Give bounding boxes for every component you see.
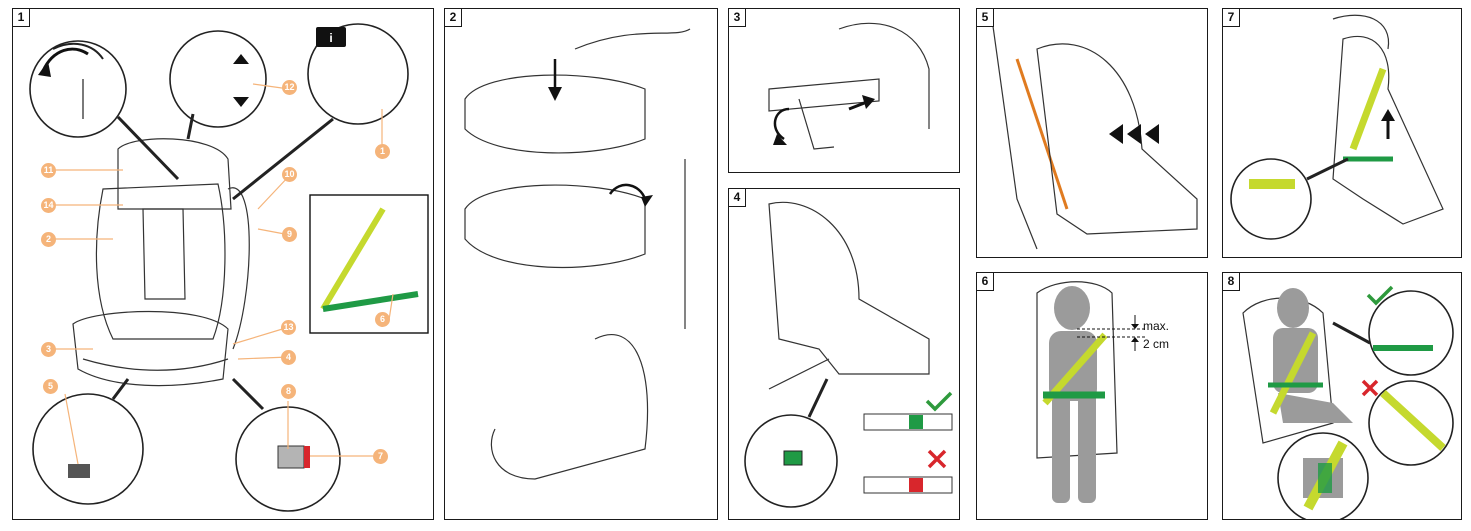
cross-icon: [927, 449, 947, 469]
inset-belt-routing: [309, 194, 429, 334]
callout-11: 11: [41, 163, 56, 178]
magnifier-lap-belt: [1230, 158, 1312, 240]
seat-overview-drawing: i: [29, 23, 429, 512]
panel-5: 5: [976, 8, 1208, 258]
magnifier-correct: [1368, 290, 1454, 376]
magnifier-isofix-release: [232, 23, 409, 201]
panel-number: 1: [13, 9, 30, 27]
callout-13: 13: [281, 320, 296, 335]
callout-8: 8: [281, 384, 296, 399]
panel-1: 1: [12, 8, 434, 520]
callout-9: 9: [282, 227, 297, 242]
child-figure: [1273, 288, 1353, 423]
panel-number: 6: [977, 273, 994, 291]
callout-12: 12: [282, 80, 297, 95]
rail-correct: [863, 413, 953, 431]
panel-number: 4: [729, 189, 746, 207]
callout-6: 6: [375, 312, 390, 327]
measurement-label-2: 2 cm: [1143, 337, 1170, 351]
callout-7: 7: [373, 449, 388, 464]
armrest-steps-drawing: [464, 28, 691, 480]
measurement-label-1: max.: [1143, 319, 1170, 333]
panel-number: 2: [445, 9, 462, 27]
magnifier-height-adjust: [169, 30, 267, 140]
panel-7: 7: [1222, 8, 1462, 258]
panel-number: 7: [1223, 9, 1240, 27]
lap-belt-routing-drawing: [1230, 14, 1444, 240]
callout-3: 3: [41, 342, 56, 357]
callout-1: 1: [375, 144, 390, 159]
panel-4: 4: [728, 188, 960, 520]
panel-number: 5: [977, 9, 994, 27]
rail-incorrect: [863, 476, 953, 494]
callout-14: 14: [41, 198, 56, 213]
isofix-rails-drawing: [768, 22, 930, 150]
panel-8: 8: [1222, 272, 1462, 520]
callout-4: 4: [281, 350, 296, 365]
panel-3: 3: [728, 8, 960, 173]
shoulder-belt-height-drawing: [1036, 281, 1147, 503]
panel-number: 8: [1223, 273, 1240, 291]
seat-push-back-drawing: [991, 18, 1198, 250]
panel-2: 2: [444, 8, 718, 520]
panel-6: 6 max. 2 cm: [976, 272, 1208, 520]
callout-2: 2: [41, 232, 56, 247]
magnifier-headrest-rotate: [29, 40, 180, 181]
panel-number: 3: [729, 9, 746, 27]
check-icon: [925, 391, 953, 412]
svg-text:i: i: [329, 31, 332, 45]
check-icon: [1366, 285, 1394, 306]
isofix-indicator-check-drawing: [744, 201, 953, 508]
callout-10: 10: [282, 167, 297, 182]
callout-5: 5: [43, 379, 58, 394]
magnifier-isofix-connectors: [32, 378, 144, 505]
cross-icon: [1361, 379, 1379, 397]
book-info-icon: [316, 27, 346, 47]
belt-position-check-drawing: [1242, 285, 1454, 519]
